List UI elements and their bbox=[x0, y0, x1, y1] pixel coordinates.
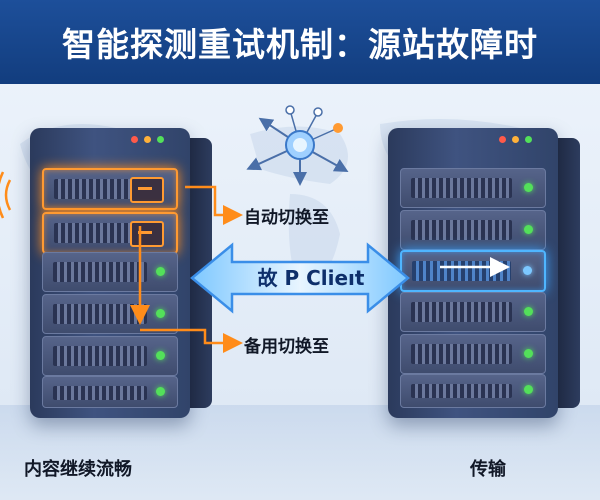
title-bar: 智能探测重试机制：源站故障时 bbox=[0, 0, 600, 84]
right-server-unit-6 bbox=[400, 374, 546, 408]
failover-path bbox=[130, 185, 243, 353]
right-server-status-lights bbox=[499, 136, 532, 143]
auto-switch-label: 自动切换至 bbox=[244, 208, 329, 228]
right-server-side bbox=[558, 138, 580, 408]
center-arrow-text: 故 P Clieıt bbox=[257, 266, 365, 290]
right-server-unit-1 bbox=[400, 168, 546, 208]
warning-icon bbox=[130, 221, 164, 247]
right-server-unit-4 bbox=[400, 292, 546, 332]
bidirectional-arrow bbox=[190, 242, 410, 314]
left-server-status-lights bbox=[131, 136, 164, 143]
left-server-unit-1-failed bbox=[42, 168, 178, 210]
floor-reflection bbox=[0, 405, 600, 500]
network-hub-icon bbox=[246, 105, 349, 186]
right-server-unit-2 bbox=[400, 210, 546, 250]
backup-switch-label: 备用切换至 bbox=[244, 337, 329, 357]
right-server-unit-5 bbox=[400, 334, 546, 374]
page-title: 智能探测重试机制：源站故障时 bbox=[62, 25, 538, 64]
left-server-unit-6 bbox=[42, 376, 178, 408]
left-server-rack bbox=[30, 128, 212, 418]
right-bottom-caption: 传输 bbox=[470, 459, 506, 480]
left-server-unit-3 bbox=[42, 252, 178, 292]
left-server-unit-2-failed bbox=[42, 212, 178, 254]
left-server-unit-5 bbox=[42, 336, 178, 376]
signal-waves-icon bbox=[0, 171, 12, 219]
warning-icon bbox=[130, 177, 164, 203]
left-bottom-caption: 内容继续流畅 bbox=[24, 459, 132, 480]
left-server-unit-4 bbox=[42, 294, 178, 334]
